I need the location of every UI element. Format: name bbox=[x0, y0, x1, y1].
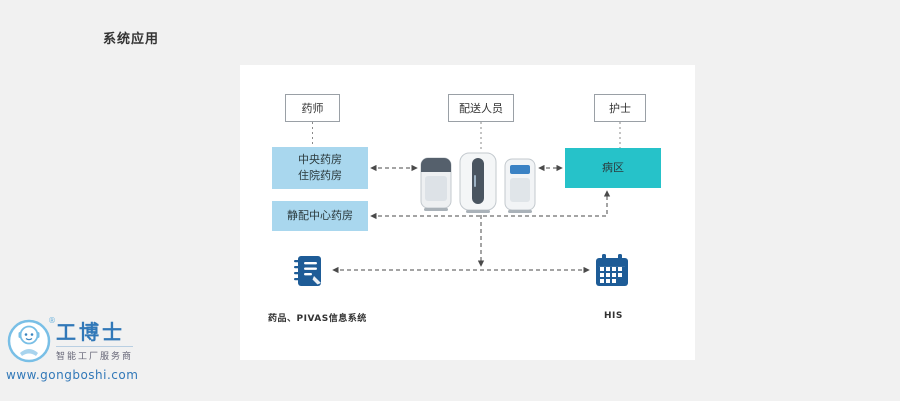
page-title: 系统应用 bbox=[103, 32, 160, 47]
brand-website: www.gongboshi.com bbox=[6, 368, 139, 382]
delivery-robots-group bbox=[418, 151, 538, 213]
ward-label: 病区 bbox=[602, 160, 624, 174]
actor-label-delivery-staff: 配送人员 bbox=[459, 102, 503, 115]
delivery-robot-icon bbox=[420, 157, 452, 211]
mascot-icon bbox=[7, 319, 51, 363]
brand-tagline: 智能工厂服务商 bbox=[56, 345, 134, 362]
pivas-system-icon-wrap bbox=[290, 253, 326, 293]
brand-logo: ® bbox=[6, 316, 56, 364]
actor-label-pharmacist: 药师 bbox=[301, 102, 324, 115]
notebook-icon bbox=[294, 256, 321, 286]
central-pharmacy-line2: 住院药房 bbox=[298, 169, 342, 182]
delivery-robot-icon bbox=[504, 158, 536, 213]
actor-box-pharmacist: 药师 bbox=[285, 94, 340, 122]
actor-box-nurse: 护士 bbox=[594, 94, 646, 122]
node-pivas-pharmacy: 静配中心药房 bbox=[272, 201, 368, 231]
node-central-pharmacy: 中央药房 住院药房 bbox=[272, 147, 368, 189]
registered-mark: ® bbox=[48, 316, 56, 325]
pivas-pharmacy-label: 静配中心药房 bbox=[287, 208, 353, 222]
brand-name: 工博士 bbox=[56, 319, 125, 344]
pivas-system-label: 药品、PIVAS信息系统 bbox=[268, 314, 367, 324]
brand-watermark: ® 工博士 智能工厂服务商 www.gongboshi.com bbox=[6, 316, 156, 382]
diagram-panel: 药师 配送人员 护士 中央药房 住院药房 静配中心药房 病区 bbox=[240, 65, 695, 360]
calendar-icon bbox=[596, 254, 628, 286]
delivery-robot-icon bbox=[459, 152, 497, 213]
his-system-label: HIS bbox=[604, 311, 623, 321]
arrow-pivas-pharmacy-ward bbox=[370, 190, 611, 220]
connector-lines bbox=[312, 122, 621, 274]
actor-label-nurse: 护士 bbox=[609, 102, 631, 115]
node-ward: 病区 bbox=[565, 148, 661, 188]
his-system-icon-wrap bbox=[594, 254, 630, 292]
actor-box-delivery-staff: 配送人员 bbox=[448, 94, 514, 122]
central-pharmacy-line1: 中央药房 bbox=[298, 152, 342, 166]
